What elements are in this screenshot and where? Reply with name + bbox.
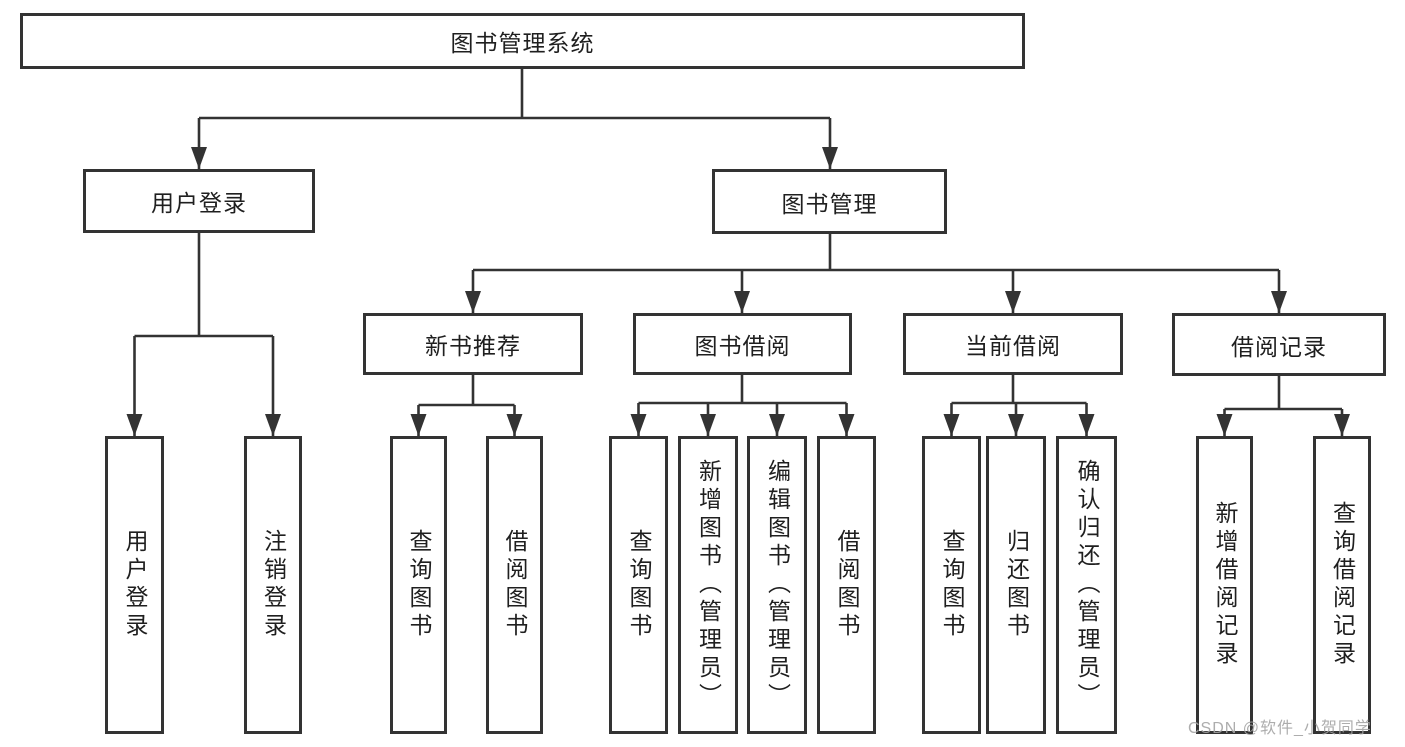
leaf-label: 查询图书 xyxy=(406,529,432,641)
leaf-label: 确认归还（管理员） xyxy=(1074,459,1100,711)
leaf-query-books-current: 查询图书 xyxy=(922,436,981,734)
node-current-borrow: 当前借阅 xyxy=(903,313,1123,375)
leaf-label: 归还图书 xyxy=(1003,529,1030,641)
node-book-management-branch: 图书管理 xyxy=(712,169,947,234)
leaf-label: 查询图书 xyxy=(939,529,965,641)
leaf-user-login: 用户登录 xyxy=(105,436,164,734)
leaf-borrow-books: 借阅图书 xyxy=(817,436,876,734)
leaf-label: 新增借阅记录 xyxy=(1212,501,1238,669)
leaf-edit-books-admin: 编辑图书（管理员） xyxy=(747,436,807,734)
node-borrow-records: 借阅记录 xyxy=(1172,313,1386,376)
leaf-label: 编辑图书（管理员） xyxy=(764,459,791,711)
leaf-label: 注销登录 xyxy=(260,529,287,641)
leaf-label: 借阅图书 xyxy=(502,529,528,641)
node-new-book-recommend: 新书推荐 xyxy=(363,313,583,375)
leaf-confirm-return-admin: 确认归还（管理员） xyxy=(1056,436,1117,734)
leaf-label: 借阅图书 xyxy=(834,529,860,641)
leaf-query-books-borrow: 查询图书 xyxy=(609,436,668,734)
leaf-query-books-recommend: 查询图书 xyxy=(390,436,447,734)
leaf-label: 查询图书 xyxy=(626,529,652,641)
node-book-borrow: 图书借阅 xyxy=(633,313,852,375)
leaf-query-borrow-record: 查询借阅记录 xyxy=(1313,436,1371,734)
leaf-borrow-books-recommend: 借阅图书 xyxy=(486,436,543,734)
leaf-add-borrow-record: 新增借阅记录 xyxy=(1196,436,1253,734)
csdn-watermark: CSDN @软件_小贺同学 xyxy=(1188,720,1372,737)
leaf-add-books-admin: 新增图书（管理员） xyxy=(678,436,738,734)
leaf-label: 用户登录 xyxy=(122,529,148,641)
node-root-system: 图书管理系统 xyxy=(20,13,1025,69)
leaf-label: 查询借阅记录 xyxy=(1329,501,1356,669)
leaf-label: 新增图书（管理员） xyxy=(695,459,722,711)
leaf-return-books: 归还图书 xyxy=(986,436,1046,734)
leaf-logout: 注销登录 xyxy=(244,436,302,734)
node-user-login-branch: 用户登录 xyxy=(83,169,315,233)
